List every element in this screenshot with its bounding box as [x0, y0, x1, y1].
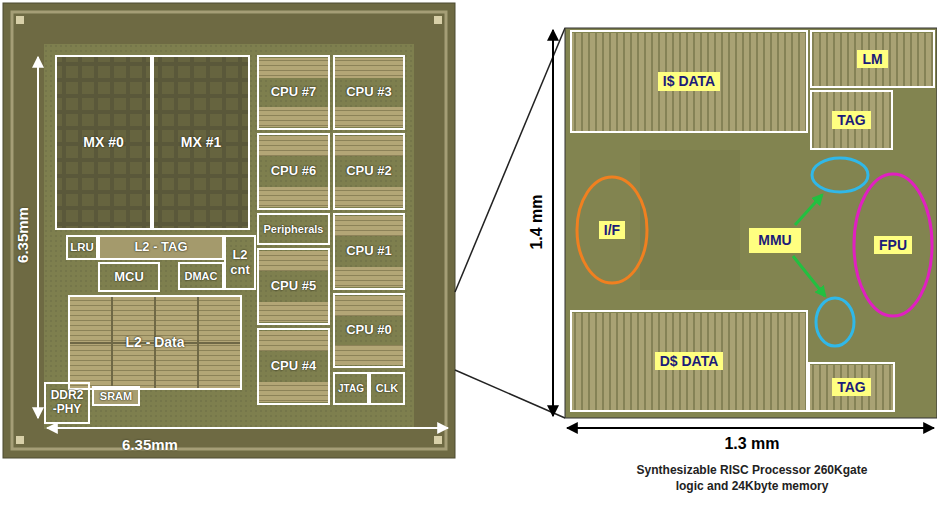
die-block: JTAG [333, 372, 369, 405]
dimension-label: 1.3 mm [724, 435, 779, 453]
die-block: LRU [66, 235, 98, 260]
ellipse-outline [577, 177, 647, 283]
dimension-arrow [47, 427, 448, 429]
unit-label: MMU [749, 228, 801, 253]
l2-grid [70, 297, 240, 389]
zoom-line [455, 28, 565, 292]
die-block: L2 cnt [224, 235, 256, 290]
block-label: CPU #6 [271, 164, 317, 179]
block-label: DDR2 -PHY [48, 389, 86, 417]
block-label: MX #1 [181, 134, 221, 150]
memory-block: TAG [810, 90, 893, 150]
memory-block: I$ DATA [570, 30, 808, 133]
block-label: MMU [758, 232, 791, 248]
zoom-line [455, 370, 565, 418]
block-label: TAG [832, 111, 871, 129]
die-block: Peripherals [257, 213, 330, 245]
cpu-cache-texture [259, 58, 403, 402]
memory-block: LM [810, 30, 935, 88]
die-block: L2 - TAG [98, 235, 224, 260]
die-block: CPU #6 [257, 133, 330, 210]
die-block: MCU [98, 262, 160, 292]
block-label: D$ DATA [655, 352, 724, 370]
block-label: CPU #4 [271, 359, 317, 374]
die-block: MX #0 [55, 55, 152, 230]
memory-block: D$ DATA [570, 310, 808, 412]
block-label: CPU #3 [346, 85, 392, 100]
highlight-ellipse: FPU [852, 172, 934, 318]
l2-texture [70, 297, 240, 389]
mmu-region [816, 298, 854, 346]
block-label: I$ DATA [658, 72, 720, 90]
dimension-label: 6.35mm [14, 207, 31, 263]
figure-caption: Synthesizable RISC Processor 260Kgate lo… [637, 463, 868, 493]
block-label: CPU #2 [346, 164, 392, 179]
block-label: L2 cnt [228, 248, 252, 278]
highlight-ellipse: I/F [575, 175, 649, 285]
cache-texture [572, 33, 933, 410]
pointer-arrow [793, 256, 825, 296]
die-block: DMAC [178, 262, 224, 290]
figure-caption: Synthesizable RISC Processor 260Kgate lo… [633, 462, 871, 494]
block-label: MX #0 [83, 134, 123, 150]
dimension-label: 1.3 mm [724, 435, 779, 452]
pad-ring [12, 12, 446, 449]
die-core [44, 44, 414, 429]
dimension-label: 1.4 mm [528, 194, 545, 249]
block-label: SRAM [100, 390, 132, 403]
die-block: CPU #1 [333, 213, 405, 290]
block-label: LM [857, 50, 887, 68]
die-block: CPU #5 [257, 248, 330, 325]
mmu-region [812, 158, 868, 192]
mx-texture [55, 55, 250, 230]
block-label: JTAG [338, 383, 364, 395]
bond-pads [16, 16, 442, 444]
block-label: LRU [70, 241, 94, 254]
block-label: L2 - TAG [134, 240, 187, 255]
die-block: CPU #7 [257, 55, 330, 130]
block-label: CPU #5 [271, 279, 317, 294]
dimension-label: 6.35mm [14, 207, 31, 263]
die-block: CLK [369, 372, 405, 405]
block-label: DMAC [185, 270, 218, 283]
block-label: CPU #7 [271, 85, 317, 100]
block-label: CPU #1 [346, 244, 392, 259]
dimension-arrow [37, 57, 39, 418]
ellipse-outline [854, 174, 932, 316]
dimension-label: 6.35mm [122, 436, 178, 453]
die-block: CPU #2 [333, 133, 405, 210]
block-label: L2 - Data [125, 334, 184, 350]
block-label: TAG [832, 378, 871, 396]
memory-block: TAG [808, 362, 895, 412]
block-label: FPU [874, 236, 912, 254]
block-label: Peripherals [264, 223, 324, 236]
die-block: CPU #3 [333, 55, 405, 130]
die-block: L2 - Data [68, 295, 242, 390]
die-block: CPU #0 [333, 293, 405, 368]
die-block: DDR2 -PHY [44, 382, 90, 424]
die-block: MX #1 [152, 55, 250, 230]
block-label: I/F [599, 221, 625, 239]
tag-texture [98, 236, 224, 258]
die-photo [3, 3, 455, 458]
block-label: MCU [114, 270, 144, 285]
pointer-arrow [795, 195, 822, 225]
logic-texture [640, 150, 740, 290]
block-label: CPU #0 [346, 323, 392, 338]
die-block: CPU #4 [257, 328, 330, 405]
cpu-photo [565, 28, 937, 418]
dimension-arrow [552, 30, 554, 416]
dimension-arrow [567, 427, 934, 429]
block-label: CLK [376, 382, 399, 395]
dimension-label: 6.35mm [122, 436, 178, 453]
dimension-label: 1.4 mm [528, 194, 546, 249]
die-block: SRAM [92, 386, 140, 406]
